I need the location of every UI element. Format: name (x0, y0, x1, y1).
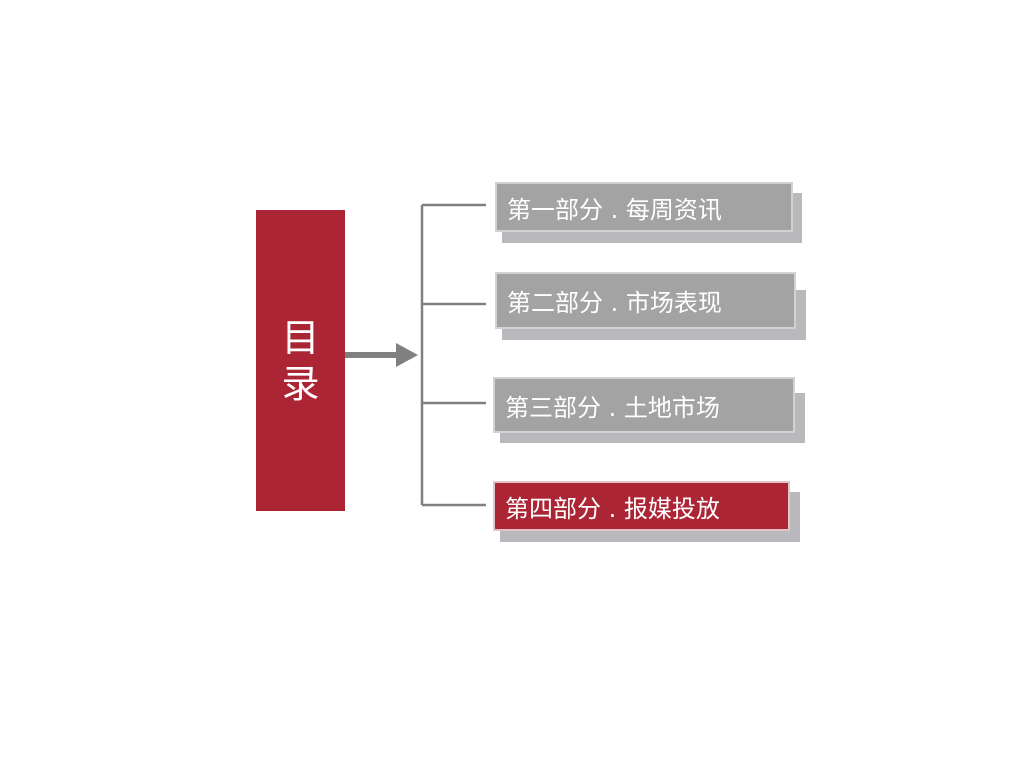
toc-item-4[interactable]: 第四部分 . 报媒投放 (493, 481, 790, 531)
toc-item-2[interactable]: 第二部分 . 市场表现 (495, 272, 796, 329)
toc-item-3-label: 第三部分 . 土地市场 (505, 393, 720, 422)
toc-item-1-label: 第一部分 . 每周资讯 (507, 195, 722, 224)
toc-item-2-label: 第二部分 . 市场表现 (507, 289, 722, 317)
toc-item-4-label: 第四部分 . 报媒投放 (505, 494, 720, 523)
toc-title-block: 目 录 (256, 210, 345, 511)
toc-title-char-2: 录 (281, 361, 320, 406)
connector-arrow-head (396, 343, 418, 367)
toc-item-1[interactable]: 第一部分 . 每周资讯 (495, 182, 793, 232)
toc-title-char-1: 目 (281, 315, 320, 360)
toc-item-3[interactable]: 第三部分 . 土地市场 (493, 377, 795, 433)
